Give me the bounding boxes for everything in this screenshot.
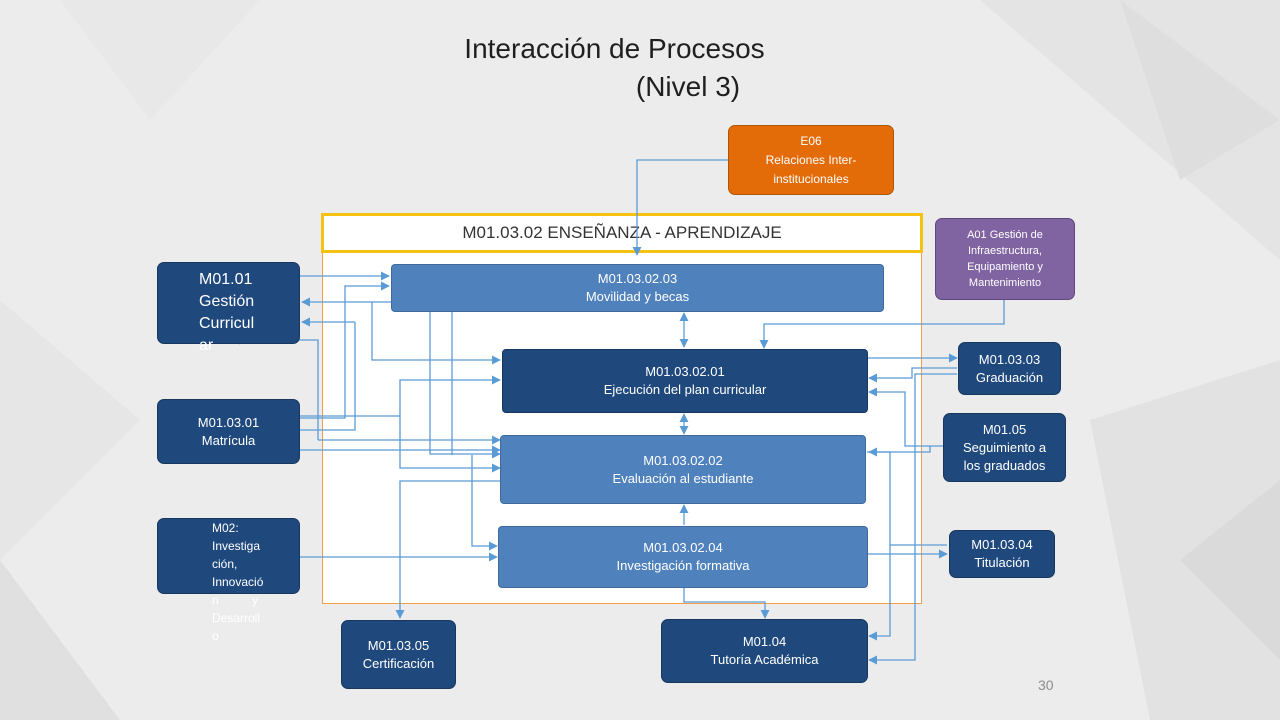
e06-relaciones-interinstitucionales-box: E06 Relaciones Inter- institucionales: [728, 125, 894, 195]
m01-03-02-04-label: Investigación formativa: [616, 558, 750, 573]
m01-03-02-03-label: Movilidad y becas: [585, 289, 690, 304]
m01-05-seguimiento-graduados-box: M01.05 Seguimiento a los graduados: [943, 413, 1066, 482]
m01-03-02-02-evaluacion-estudiante-box: M01.03.02.02 Evaluación al estudiante: [500, 435, 866, 504]
m01-03-03-graduacion-box: M01.03.03 Graduación: [958, 342, 1061, 395]
m01-03-05-code: M01.03.05: [367, 637, 430, 653]
m01-03-05-certificacion-box: M01.03.05 Certificación: [341, 620, 456, 689]
arrow-e06-header: [632, 159, 728, 256]
ensenanza-aprendizaje-header: M01.03.02 ENSEÑANZA - APRENDIZAJE: [321, 213, 923, 253]
page-number: 30: [1038, 677, 1054, 693]
arrow-movilidad-evaluacion: [429, 312, 501, 459]
m01-03-02-04-code: M01.03.02.04: [643, 540, 723, 555]
arrow-matricula-link: [300, 322, 356, 431]
m01-04-tutoria-academica-box: M01.04 Tutoría Académica: [661, 619, 868, 683]
m01-03-02-03-code: M01.03.02.03: [597, 271, 678, 286]
m01-03-04-code: M01.03.04: [971, 537, 1033, 552]
arrow-investigacion-tutoria: [683, 588, 770, 619]
a01-label-1: A01 Gestión de: [967, 229, 1043, 241]
arrow-graduacion-tutoria: [868, 373, 957, 665]
arrow-graduacion-ejecucion: [868, 367, 957, 383]
arrow-matricula-ejecucion: [300, 375, 501, 417]
arrow-to-investigacion: [471, 455, 498, 551]
m01-05-code: M01.05: [982, 421, 1027, 437]
m01-01-label-1: Gestión: [199, 293, 255, 310]
m02-label-5: Desarroll: [212, 611, 261, 625]
title-line-2: (Nivel 3): [635, 71, 741, 102]
m01-05-label-2: los graduados: [963, 457, 1046, 473]
arrow-movilidad-gestion: [371, 301, 501, 365]
arrow-titulacion-tutoria: [868, 544, 947, 641]
m01-03-01-label: Matrícula: [201, 432, 256, 448]
m02-investigacion-box: M02: Investiga ción, Innovació n y Desar…: [157, 518, 300, 643]
title-line-1: Interacción de Procesos: [464, 33, 765, 64]
a01-gestion-infraestructura-box: A01 Gestión de Infraestructura, Equipami…: [935, 218, 1075, 300]
m01-03-04-titulacion-box: M01.03.04 Titulación: [949, 530, 1055, 578]
m02-label-2: ción,: [212, 557, 238, 571]
a01-label-3: Equipamiento y: [967, 261, 1043, 273]
a01-label-4: Mantenimiento: [968, 277, 1042, 289]
m02-label-4: n y: [212, 593, 259, 607]
m01-03-04-label: Titulación: [974, 555, 1030, 570]
m01-03-02-04-investigacion-formativa-box: M01.03.02.04 Investigación formativa: [498, 526, 868, 588]
m01-01-label-2: Curricul: [199, 315, 255, 332]
arrow-evaluacion-seguimiento: [867, 446, 931, 453]
m02-label-1: Investiga: [212, 539, 261, 553]
arrow-seguimiento-ejecucion: [868, 387, 943, 447]
m01-03-03-label: Graduación: [975, 369, 1044, 385]
arrow-a01-ejecucion: [759, 300, 1005, 349]
m01-01-label-3: ar: [199, 337, 214, 354]
m01-03-03-code: M01.03.03: [978, 351, 1041, 367]
m01-03-02-03-movilidad-becas-box: M01.03.02.03 Movilidad y becas: [391, 264, 884, 312]
arrow-to-evaluacion-right: [868, 447, 891, 545]
arrow-matricula-movilidad: [300, 281, 390, 419]
m01-05-label-1: Seguimiento a: [962, 439, 1047, 455]
m01-03-02-01-code: M01.03.02.01: [645, 364, 725, 379]
e06-code: E06: [800, 133, 822, 148]
m02-label-3: Innovació: [212, 575, 264, 589]
m01-04-code: M01.04: [742, 634, 787, 649]
m01-03-01-matricula-box: M01.03.01 Matrícula: [157, 399, 300, 464]
e06-label-1: Relaciones Inter-: [765, 152, 857, 167]
m02-label-6: o: [212, 629, 219, 643]
e06-label-2: institucionales: [773, 171, 849, 186]
m01-03-02-02-label: Evaluación al estudiante: [612, 470, 754, 486]
m01-03-02-02-code: M01.03.02.02: [643, 452, 723, 468]
m01-03-02-01-label: Ejecución del plan curricular: [603, 382, 767, 397]
arrow-evaluacion-certificacion: [395, 480, 500, 619]
m01-03-01-code: M01.03.01: [197, 414, 260, 430]
a01-label-2: Infraestructura,: [968, 245, 1042, 257]
arrow-matricula-evaluacion-2: [399, 416, 501, 473]
m01-03-05-label: Certificación: [362, 655, 435, 671]
m01-03-02-01-ejecucion-plan-box: M01.03.02.01 Ejecución del plan curricul…: [502, 349, 868, 413]
m01-01-code: M01.01: [199, 271, 253, 288]
m01-01-gestion-curricular-box: M01.01 Gestión Curricul ar: [157, 262, 300, 354]
slide-title: Interacción de Procesos (Nivel 3): [0, 30, 1280, 106]
m01-04-label: Tutoría Académica: [710, 652, 819, 667]
m02-code: M02:: [212, 521, 239, 535]
